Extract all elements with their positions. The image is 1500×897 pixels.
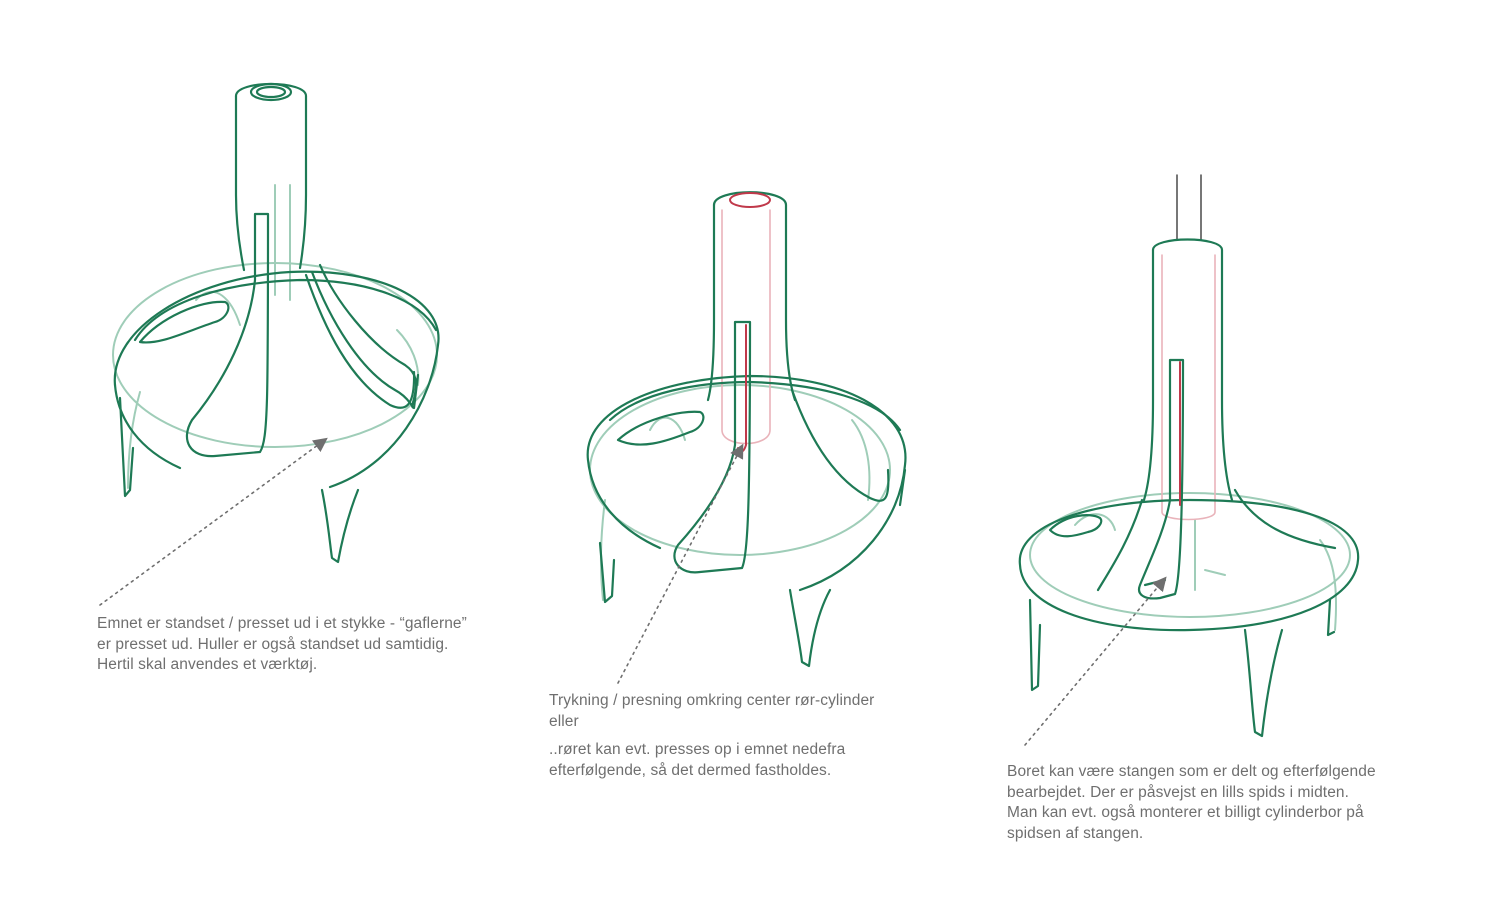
annotation-stamped-part: Emnet er standset / presset ud i et styk… <box>97 614 467 676</box>
drill-rod <box>1176 174 1202 241</box>
leader-line-2 <box>617 443 744 684</box>
sketch-2-outline <box>586 191 907 668</box>
sketch-3-ghost-lines <box>1029 492 1351 631</box>
leader-lines <box>99 437 1167 746</box>
leader-line-3 <box>1024 576 1167 746</box>
sketch-stamped-part <box>112 82 440 564</box>
annotation-line: efterfølgende, så det dermed fastholdes. <box>549 761 832 779</box>
annotation-line: bearbejdet. Der er påsvejst en lills spi… <box>1007 783 1350 801</box>
annotation-pressed-tube: Trykning / presning omkring center rør-c… <box>549 691 874 732</box>
sketch-drill-rod <box>1018 174 1360 738</box>
annotation-line: Trykning / presning omkring center rør-c… <box>549 692 875 709</box>
annotation-line: er presset ud. Huller er også standset u… <box>97 635 449 653</box>
sketch-3-inner-tube <box>1161 254 1216 521</box>
annotation-line: Boret kan være stangen som er delt og ef… <box>1007 763 1376 780</box>
annotation-line: Emnet er standset / presset ud i et styk… <box>97 615 467 632</box>
annotation-drill-rod: Boret kan være stangen som er delt og ef… <box>1007 762 1376 844</box>
sketch-1-outline <box>113 82 440 564</box>
annotation-line: spidsen af stangen. <box>1007 824 1144 842</box>
sketch-1-ghost-lines <box>112 184 438 489</box>
sketch-3-outline <box>1018 238 1360 738</box>
annotation-pressed-tube-alternative: ..røret kan evt. presses op i emnet nede… <box>549 740 845 781</box>
annotation-line: eller <box>549 712 579 730</box>
annotation-line: Man kan evt. også monterer et billigt cy… <box>1007 804 1364 821</box>
annotation-line: Hertil skal anvendes et værktøj. <box>97 656 318 673</box>
annotation-line: ..røret kan evt. presses op i emnet nede… <box>549 741 846 758</box>
sketch-pressed-tube <box>586 191 907 668</box>
leader-line-1 <box>99 437 328 606</box>
